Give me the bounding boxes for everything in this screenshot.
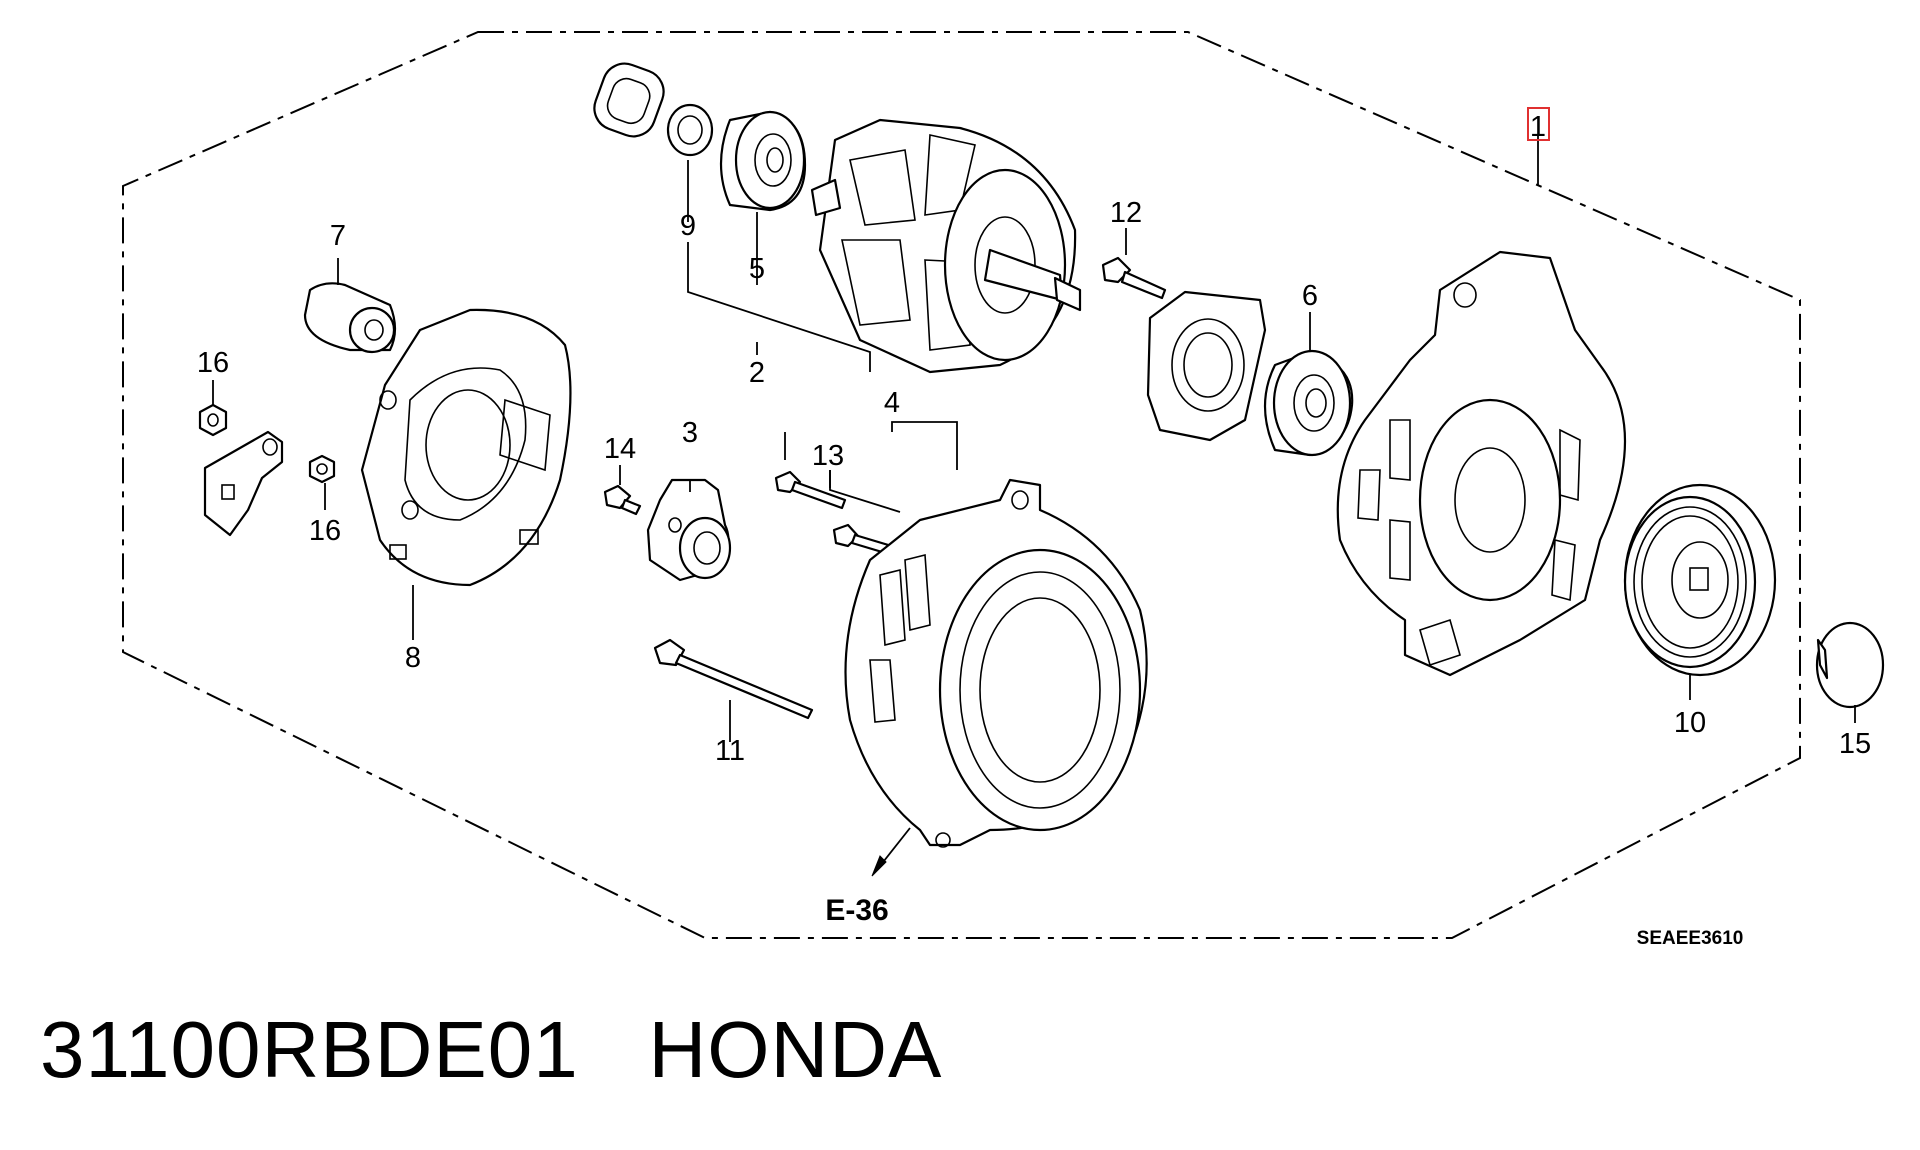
callout-15: 15 [1839,728,1871,760]
assembly-boundary [122,31,1801,939]
bearing-retainer-plate [1146,290,1267,442]
part-number: 31100RBDE01 [40,1005,579,1094]
terminal-insulator [303,282,397,354]
through-bolt [653,638,814,720]
callout-5: 5 [749,253,765,285]
stud-bolts [774,470,907,560]
drive-end-housing [1336,250,1627,677]
front-bearing [719,110,807,212]
terminal-bracket [203,430,284,537]
nut-16-lower [308,454,336,484]
callout-4: 4 [884,387,900,419]
callout-6: 6 [1302,280,1318,312]
callout-16-upper: 16 [197,347,229,379]
callout-13: 13 [812,440,844,472]
section-reference: E-36 [825,894,888,927]
callout-12: 12 [1110,197,1142,229]
callout-7: 7 [330,220,346,252]
bolt-14 [603,484,642,516]
drawing-code: SEAEE3610 [1637,928,1744,949]
rotor [810,118,1082,374]
leader-lines [212,136,1856,877]
brush-holder [646,478,732,582]
callout-1: 1 [1530,111,1546,143]
nut-16-upper [198,403,228,437]
bolt-12 [1101,256,1167,300]
rear-bearing [1263,349,1354,457]
pulley-cap [1815,621,1885,709]
callout-8: 8 [405,642,421,674]
callout-11: 11 [715,735,745,767]
brand-name: HONDA [648,1005,943,1094]
pulley [1623,483,1777,677]
callout-14: 14 [604,433,636,465]
washer [666,103,714,157]
callout-10: 10 [1674,707,1706,739]
callout-9: 9 [680,210,696,242]
rear-cover [360,308,572,587]
callout-1-highlight [1527,107,1550,141]
part-caption: 31100RBDE01 HONDA [40,1010,942,1090]
callout-16-lower: 16 [309,515,341,547]
callout-3: 3 [682,417,698,449]
gasket-ring [593,62,665,138]
callout-2: 2 [749,357,765,389]
stator-assembly [844,478,1148,848]
